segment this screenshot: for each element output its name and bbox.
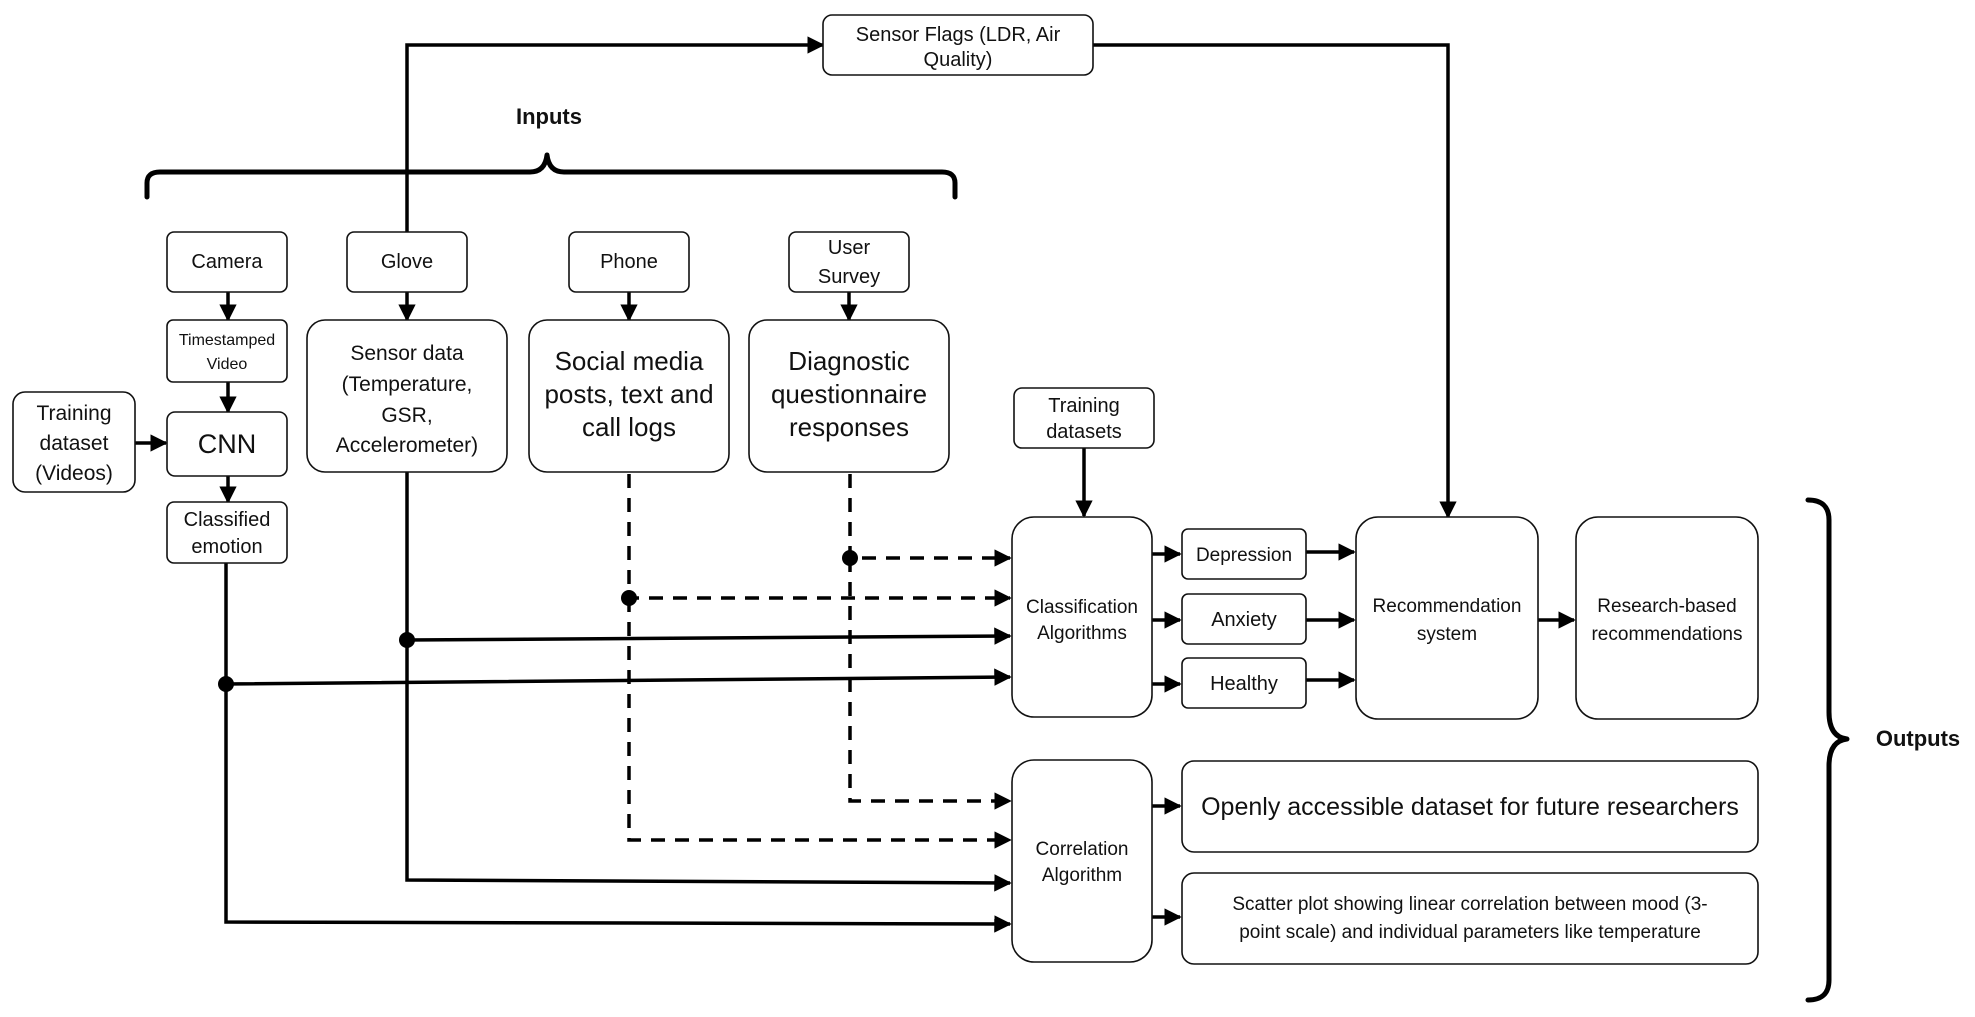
svg-text:emotion: emotion [191, 536, 262, 558]
inputs-heading: Inputs [516, 104, 582, 129]
svg-text:Quality): Quality) [924, 49, 993, 71]
svg-text:recommendations: recommendations [1591, 624, 1742, 645]
svg-text:GSR,: GSR, [381, 404, 432, 427]
svg-text:User: User [828, 237, 871, 259]
svg-text:Survey: Survey [818, 266, 880, 288]
classification-algorithms-box: Classification Algorithms [1011, 516, 1153, 718]
outputs-brace [1805, 497, 1850, 1003]
diagnostic-junction-dot [842, 550, 858, 566]
svg-text:Recommendation: Recommendation [1373, 596, 1522, 617]
svg-text:(Videos): (Videos) [35, 462, 113, 485]
svg-text:Classification: Classification [1026, 597, 1138, 618]
svg-text:Scatter plot showing linear co: Scatter plot showing linear correlation … [1232, 894, 1707, 915]
svg-text:posts, text and: posts, text and [544, 379, 713, 409]
research-recommendations-box: Research-based recommendations [1575, 516, 1759, 720]
svg-text:Healthy: Healthy [1210, 673, 1278, 695]
outputs-heading: Outputs [1876, 726, 1960, 751]
sensor-data-junction-dot [399, 632, 415, 648]
svg-text:Algorithms: Algorithms [1037, 623, 1127, 644]
sensor-data-to-classification-line [405, 472, 1012, 645]
social-to-correlation-dashed-line [627, 598, 1012, 849]
svg-text:Camera: Camera [191, 251, 263, 273]
svg-text:point scale) and individual pa: point scale) and individual parameters l… [1239, 922, 1701, 943]
svg-text:questionnaire: questionnaire [771, 379, 927, 409]
svg-text:Video: Video [207, 356, 248, 373]
sensor-data-box: Sensor data (Temperature, GSR, Accelerom… [306, 319, 508, 473]
svg-text:Training: Training [1048, 395, 1120, 417]
svg-text:Phone: Phone [600, 251, 658, 273]
social-to-classification-dashed-line [627, 474, 1012, 607]
diagnostic-to-classification-dashed-line [848, 474, 1012, 567]
timestamped-video-box: Timestamped Video [166, 319, 288, 383]
phone-box: Phone [568, 231, 690, 293]
svg-text:Timestamped: Timestamped [179, 332, 275, 349]
svg-text:datasets: datasets [1046, 421, 1122, 443]
social-media-box: Social media posts, text and call logs [528, 319, 730, 473]
correlation-algorithm-box: Correlation Algorithm [1011, 759, 1153, 963]
svg-text:Correlation: Correlation [1036, 839, 1129, 860]
sensor-data-to-correlation-line [405, 640, 1012, 892]
svg-text:Glove: Glove [381, 251, 433, 273]
svg-text:responses: responses [789, 412, 909, 442]
svg-text:Classified: Classified [184, 509, 271, 531]
svg-text:Training: Training [36, 402, 111, 425]
svg-text:Sensor Flags (LDR, Air: Sensor Flags (LDR, Air [856, 24, 1061, 46]
emotion-junction-dot [218, 676, 234, 692]
social-junction-dot [621, 590, 637, 606]
training-dataset-videos-box: Training dataset (Videos) [12, 391, 136, 493]
svg-text:Algorithm: Algorithm [1042, 865, 1122, 886]
healthy-box: Healthy [1181, 657, 1307, 709]
user-survey-box: User Survey [788, 231, 910, 293]
svg-text:Sensor data: Sensor data [350, 342, 464, 365]
training-datasets-box: Training datasets [1013, 387, 1155, 449]
scatter-plot-box: Scatter plot showing linear correlation … [1181, 872, 1759, 965]
emotion-to-correlation-line [224, 684, 1012, 933]
glove-box: Glove [346, 231, 468, 293]
svg-text:Openly accessible dataset for: Openly accessible dataset for future res… [1201, 793, 1739, 821]
anxiety-box: Anxiety [1181, 593, 1307, 645]
classified-emotion-box: Classified emotion [166, 501, 288, 564]
svg-text:CNN: CNN [198, 429, 257, 459]
svg-text:Depression: Depression [1196, 545, 1292, 566]
svg-text:dataset: dataset [40, 432, 109, 455]
sensor-flags-box: Sensor Flags (LDR, Air Quality) [822, 14, 1094, 76]
diagnostic-box: Diagnostic questionnaire responses [748, 319, 950, 473]
svg-text:call logs: call logs [582, 412, 676, 442]
open-dataset-box: Openly accessible dataset for future res… [1181, 760, 1759, 853]
recommendation-system-box: Recommendation system [1355, 516, 1539, 720]
sensor-flags-to-recommendation-line [1093, 43, 1457, 519]
cnn-box: CNN [166, 411, 288, 477]
svg-text:system: system [1417, 624, 1477, 645]
svg-text:Research-based: Research-based [1597, 596, 1736, 617]
svg-text:(Temperature,: (Temperature, [342, 373, 473, 396]
camera-box: Camera [166, 231, 288, 293]
emotion-to-classification-line [224, 563, 1012, 686]
depression-box: Depression [1181, 528, 1307, 580]
svg-text:Social media: Social media [555, 346, 704, 376]
glove-to-sensor-flags-line [405, 36, 825, 232]
diagnostic-to-correlation-dashed-line [848, 558, 1012, 810]
svg-text:Accelerometer): Accelerometer) [336, 434, 478, 457]
inputs-brace [144, 152, 958, 200]
svg-text:Anxiety: Anxiety [1211, 609, 1277, 631]
svg-text:Diagnostic: Diagnostic [788, 346, 909, 376]
